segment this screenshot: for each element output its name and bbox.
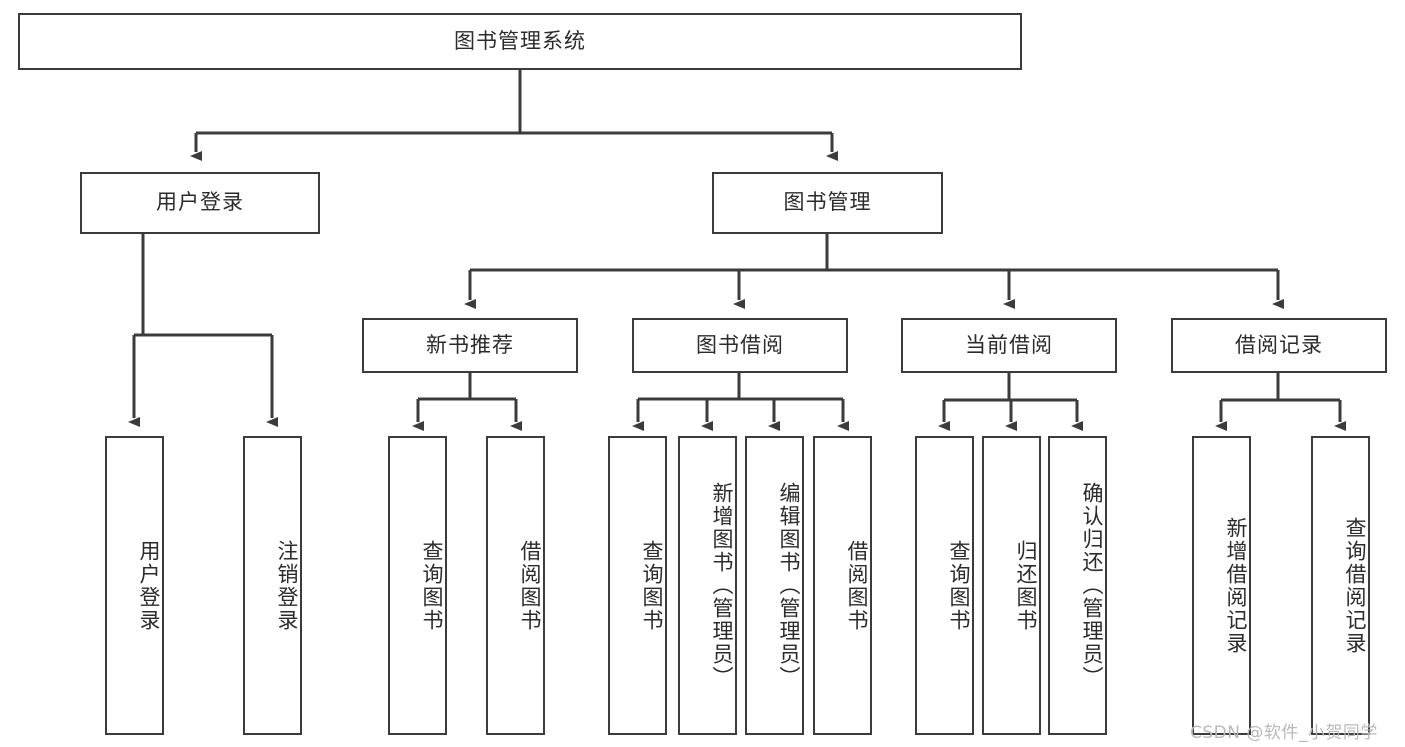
node-leaf-query-book-b[interactable]: 查询图书 (608, 436, 667, 735)
node-leaf-add-book-label: 新增图书（管理员） (710, 482, 734, 689)
node-current-borrow[interactable]: 当前借阅 (901, 318, 1117, 373)
node-leaf-borrow-book-b-label: 借阅图书 (845, 539, 869, 632)
node-leaf-borrow-book-a-label: 借阅图书 (518, 539, 542, 632)
node-leaf-borrow-book-a[interactable]: 借阅图书 (486, 436, 545, 735)
node-leaf-query-book-c-label: 查询图书 (947, 539, 971, 632)
node-user-login-label: 用户登录 (156, 190, 244, 215)
node-leaf-add-record-label: 新增借阅记录 (1224, 516, 1248, 655)
node-borrow-record[interactable]: 借阅记录 (1171, 318, 1387, 373)
node-leaf-return-book[interactable]: 归还图书 (982, 436, 1041, 735)
node-root-label: 图书管理系统 (454, 28, 586, 53)
node-leaf-user-login[interactable]: 用户登录 (105, 436, 164, 735)
node-current-borrow-label: 当前借阅 (965, 332, 1053, 357)
node-leaf-user-login-label: 用户登录 (137, 539, 161, 632)
node-leaf-query-book-a[interactable]: 查询图书 (388, 436, 447, 735)
node-leaf-add-book[interactable]: 新增图书（管理员） (678, 436, 737, 735)
node-leaf-add-record[interactable]: 新增借阅记录 (1192, 436, 1251, 735)
node-leaf-edit-book[interactable]: 编辑图书（管理员） (745, 436, 804, 735)
node-book-manage[interactable]: 图书管理 (712, 172, 943, 234)
node-leaf-query-book-b-label: 查询图书 (640, 539, 664, 632)
node-leaf-query-book-a-label: 查询图书 (420, 539, 444, 632)
node-root[interactable]: 图书管理系统 (18, 13, 1022, 70)
node-leaf-logout-label: 注销登录 (275, 539, 299, 632)
node-book-manage-label: 图书管理 (783, 190, 872, 215)
node-leaf-query-book-c[interactable]: 查询图书 (915, 436, 974, 735)
node-leaf-confirm-return[interactable]: 确认归还（管理员） (1048, 436, 1107, 735)
node-book-borrow[interactable]: 图书借阅 (632, 318, 848, 373)
node-leaf-edit-book-label: 编辑图书（管理员） (777, 482, 801, 689)
node-borrow-record-label: 借阅记录 (1235, 332, 1323, 357)
node-book-borrow-label: 图书借阅 (696, 332, 784, 357)
node-leaf-query-record-label: 查询借阅记录 (1343, 516, 1367, 655)
node-leaf-logout[interactable]: 注销登录 (243, 436, 302, 735)
node-leaf-return-book-label: 归还图书 (1014, 539, 1038, 632)
node-new-book-rec[interactable]: 新书推荐 (362, 318, 578, 373)
node-new-book-rec-label: 新书推荐 (426, 332, 514, 357)
node-leaf-confirm-return-label: 确认归还（管理员） (1080, 482, 1104, 689)
node-user-login[interactable]: 用户登录 (80, 172, 320, 234)
node-leaf-query-record[interactable]: 查询借阅记录 (1311, 436, 1370, 735)
node-leaf-borrow-book-b[interactable]: 借阅图书 (813, 436, 872, 735)
